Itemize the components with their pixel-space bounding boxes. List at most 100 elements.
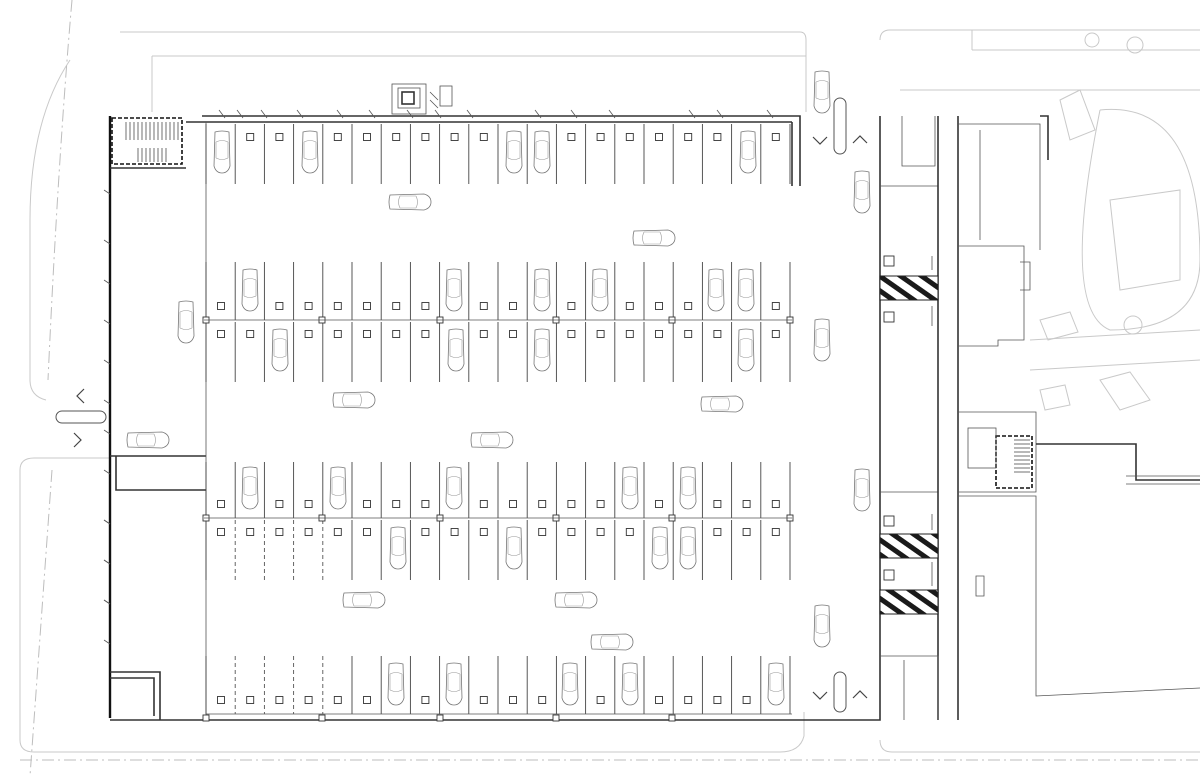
stair-right-core (967, 427, 1033, 489)
wall-marker (103, 559, 111, 565)
column-icon (217, 528, 225, 536)
column-icon (742, 696, 751, 704)
column-icon (304, 528, 313, 536)
column-icon (713, 696, 722, 704)
car-icon (739, 130, 757, 174)
column-icon (333, 302, 342, 310)
stair-top-left (111, 117, 183, 165)
wall-marker (103, 399, 111, 405)
column-icon (333, 696, 342, 704)
column-icon (625, 302, 634, 310)
column-icon (450, 528, 459, 536)
car-icon (853, 170, 871, 214)
car-icon (389, 526, 407, 570)
car-icon (533, 268, 551, 312)
column-icon (304, 302, 313, 310)
car-icon (177, 300, 195, 344)
car-icon (445, 466, 463, 510)
column-icon (538, 696, 547, 704)
column-icon (596, 528, 605, 536)
column-icon (363, 330, 371, 338)
column-icon (625, 133, 634, 141)
column-icon (421, 500, 430, 508)
wall-marker (236, 109, 244, 119)
wall-marker (368, 109, 376, 119)
car-icon (505, 526, 523, 570)
car-icon (813, 70, 831, 114)
car-icon (301, 130, 319, 174)
column-icon (304, 696, 313, 704)
hatched-zones (879, 255, 939, 615)
column-icon (246, 528, 255, 536)
column-icon (596, 330, 605, 338)
column-icon (363, 302, 371, 310)
column-icon (363, 133, 371, 141)
column-icon (392, 500, 401, 508)
column-icon (655, 133, 663, 141)
car-icon (853, 468, 871, 512)
column-icon (742, 500, 751, 508)
car-icon (387, 662, 405, 706)
car-icon (679, 526, 697, 570)
site-context (19, 0, 1200, 776)
wall-marker (103, 279, 111, 285)
column-icon (625, 330, 634, 338)
wall-marker (534, 109, 542, 119)
wall-marker (103, 319, 111, 325)
car-icon (445, 662, 463, 706)
column-icon (771, 133, 780, 141)
car-icon (388, 193, 432, 211)
column-icon (655, 696, 663, 704)
car-icon (554, 591, 598, 609)
car-icon (329, 466, 347, 510)
column-icon (567, 528, 576, 536)
column-icon (246, 696, 255, 704)
column-icon (567, 302, 576, 310)
wall-marker (103, 639, 111, 645)
wall-marker (766, 109, 774, 119)
car-icon (533, 328, 551, 372)
wall-marker (336, 109, 344, 119)
car-icon (707, 268, 725, 312)
car-icon (533, 130, 551, 174)
column-icon (713, 330, 722, 338)
column-icon (713, 500, 722, 508)
column-icon (771, 302, 780, 310)
column-icon (246, 133, 255, 141)
column-icon (363, 528, 371, 536)
column-icon (742, 528, 751, 536)
car-icon (213, 130, 231, 174)
column-icon (275, 528, 284, 536)
ramp-arrow-icon (73, 432, 82, 448)
car-icon (447, 328, 465, 372)
wall-marker (716, 109, 724, 119)
wall-marker (260, 109, 268, 119)
column-icon (333, 133, 342, 141)
column-icon (668, 714, 676, 722)
column-icon (479, 696, 488, 704)
wall-marker (103, 469, 111, 475)
column-icon (392, 330, 401, 338)
ramp-arrow-icon (852, 690, 868, 699)
column-icon (304, 500, 313, 508)
column-icon (538, 500, 547, 508)
column-icon (421, 133, 430, 141)
column-icon (596, 696, 605, 704)
car-icon (737, 268, 755, 312)
wall-marker (608, 109, 616, 119)
car-icon (241, 466, 259, 510)
column-icon (567, 500, 576, 508)
ramp-arrow-icon (812, 136, 828, 145)
building-walls (108, 115, 1200, 721)
column-icon (333, 528, 342, 536)
parked-cars (126, 70, 871, 706)
column-icon (596, 133, 605, 141)
car-icon (332, 391, 376, 409)
car-icon (590, 633, 634, 651)
column-icon (275, 133, 284, 141)
column-icon (684, 133, 693, 141)
column-icon (713, 528, 722, 536)
car-icon (700, 395, 744, 413)
column-icon (509, 696, 517, 704)
